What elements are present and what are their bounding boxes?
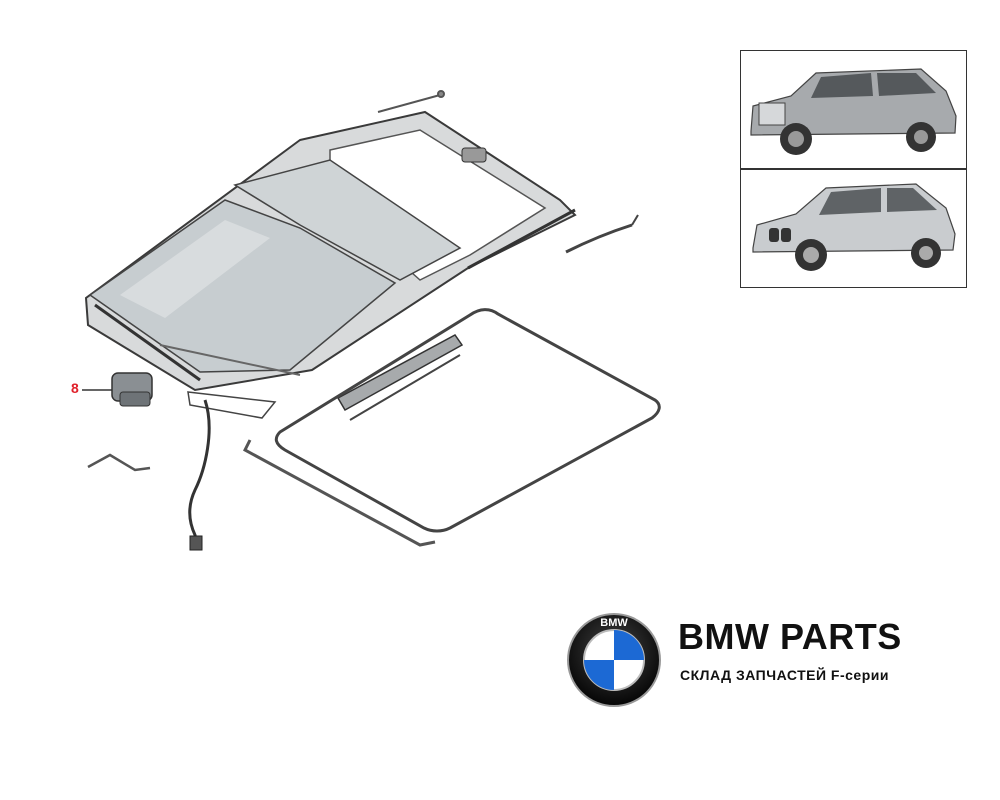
sunroof-frame — [84, 110, 577, 392]
top-rod — [377, 90, 445, 113]
motor-part — [82, 372, 153, 407]
cable-harness — [188, 399, 211, 549]
callout-label-8: 8 — [71, 380, 79, 396]
vehicle-thumbnails — [740, 50, 967, 288]
drain-hose-right — [565, 223, 633, 254]
lower-seal — [243, 439, 436, 547]
sunroof-seal — [274, 308, 661, 533]
brand-title: BMW PARTS — [678, 616, 902, 657]
brand-block: BMW BMW PARTS СКЛАД ЗАПЧАСТЕЙ F-серии — [566, 612, 966, 712]
bmw-logo-letters: BMW — [600, 617, 628, 629]
thumbnail-divider — [741, 168, 966, 170]
bracket-outline — [187, 391, 277, 419]
suv-silver-bmw-x5-thumbnail — [741, 170, 966, 287]
left-rod — [87, 453, 151, 472]
bmw-logo-icon: BMW — [567, 613, 661, 707]
suv-silver-rolls-royce-thumbnail — [741, 51, 966, 168]
brand-subtitle: СКЛАД ЗАПЧАСТЕЙ F-серии — [680, 667, 889, 683]
wind-deflector — [336, 334, 464, 421]
